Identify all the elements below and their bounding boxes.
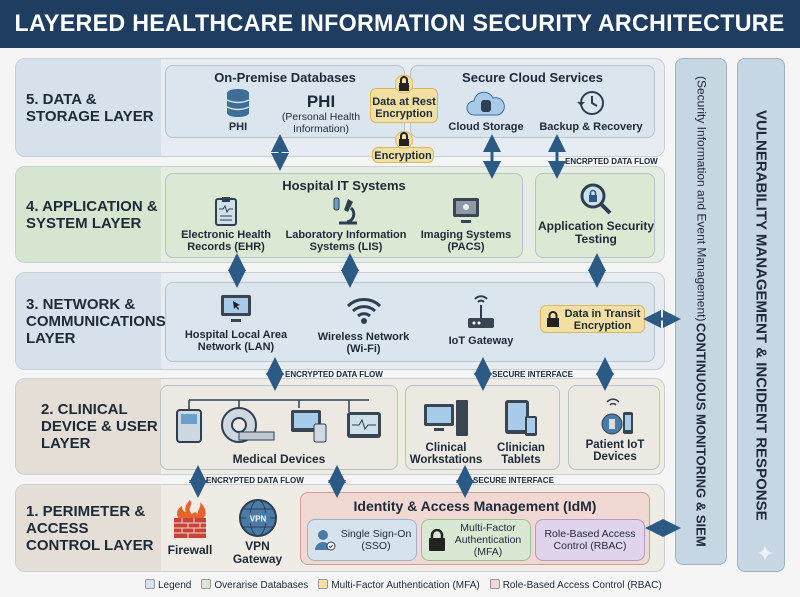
ehr-label: Electronic Health Records (EHR) xyxy=(181,229,271,253)
lis-label: Laboratory Information Systems (LIS) xyxy=(285,229,407,253)
sso-label: Single Sign-On (SSO) xyxy=(340,528,412,552)
legend-item: Overarise Databases xyxy=(201,579,308,591)
cloud-storage-icon xyxy=(466,91,505,116)
legend-text: Overarise Databases xyxy=(214,580,309,591)
medical-devices-label: Medical Devices xyxy=(232,452,326,466)
lan-monitor-icon xyxy=(221,295,251,322)
secure-cloud-box: Secure Cloud Services Cloud Storage Back… xyxy=(410,65,655,138)
firewall-icon xyxy=(174,500,206,538)
encryption-badge: Encryption xyxy=(372,147,434,163)
workstations-box: Clinical Workstations Clinician Tablets xyxy=(405,385,560,470)
wifi-icon xyxy=(346,298,381,324)
legend-text: Role-Based Access Control (RBAC) xyxy=(502,580,662,591)
iot-gateway-icon xyxy=(468,295,494,328)
flow-label: ENCRPTED DATA FLOW xyxy=(565,157,658,166)
vulnerability-management-bar: VULNERABILITY MANAGEMENT & INCIDENT RESP… xyxy=(737,58,785,572)
cloud-storage-label: Cloud Storage xyxy=(448,121,524,133)
layer-label: 3. NETWORK & COMMUNICATIONS LAYER xyxy=(16,273,166,369)
onprem-databases-box: On-Premise Databases PHI PHI (Personal H… xyxy=(165,65,405,138)
backup-label: Backup & Recovery xyxy=(539,121,643,133)
monitor-title: CONTINUOUS MONITORING & SIEM xyxy=(693,323,709,548)
phi-icon-label: PHI xyxy=(228,121,248,133)
phi-title: PHI xyxy=(306,92,336,111)
phi-subtitle: (Personal Health Information) xyxy=(281,111,361,135)
lock-icon xyxy=(395,131,413,149)
clipboard-icon xyxy=(215,197,237,226)
layer-label: 5. DATA & STORAGE LAYER xyxy=(16,59,161,156)
monitor-subtitle: (Security Information and Event Manageme… xyxy=(694,75,709,322)
layer-label: 4. APPLICATION & SYSTEM LAYER xyxy=(16,167,161,262)
pacs-label: Imaging Systems (PACS) xyxy=(420,229,512,253)
flow-label: ENCRYPTED DATA FLOW xyxy=(285,370,383,379)
hospital-it-box: Hospital IT Systems Electronic Health Re… xyxy=(165,173,523,258)
flow-label: SECURE INTERFACE xyxy=(473,476,554,485)
lock-icon xyxy=(395,74,413,94)
tablets-label: Clinician Tablets xyxy=(497,442,545,466)
medical-devices-icon xyxy=(176,399,381,443)
ast-label: Application Security Testing xyxy=(537,219,655,246)
idm-title: Identity & Access Management (IdM) xyxy=(353,498,597,514)
mfa-box[interactable]: Multi-Factor Authentication (MFA) xyxy=(421,519,531,561)
badge-text: Encryption xyxy=(374,150,432,162)
workstation-icon xyxy=(424,400,468,436)
magnifier-lock-icon xyxy=(580,183,612,215)
flow-label: SECURE INTERFACE xyxy=(492,370,573,379)
flow-label: ENCRYPTED DATA FLOW xyxy=(206,476,304,485)
patient-iot-label: Patient IoT Devices xyxy=(585,439,645,463)
tablet-icon xyxy=(505,400,537,436)
workstations-label: Clinical Workstations xyxy=(409,442,483,466)
legend-item: Multi-Factor Authentication (MFA) xyxy=(318,579,480,591)
patient-iot-icon xyxy=(601,398,633,435)
legend-item: Legend xyxy=(145,579,191,591)
lan-label: Hospital Local Area Network (LAN) xyxy=(184,329,288,353)
mfa-label: Multi-Factor Authentication (MFA) xyxy=(454,522,522,558)
cloud-title: Secure Cloud Services xyxy=(462,70,603,85)
imaging-monitor-icon xyxy=(453,198,479,223)
sparkle-icon xyxy=(757,545,773,561)
firewall-label: Firewall xyxy=(167,543,213,557)
legend: Legend Overarise Databases Multi-Factor … xyxy=(145,579,662,591)
medical-devices-box: Medical Devices xyxy=(160,385,398,470)
rbac-box[interactable]: Role-Based Access Control (RBAC) xyxy=(535,519,645,561)
rbac-label: Role-Based Access Control (RBAC) xyxy=(544,528,636,552)
sso-box[interactable]: Single Sign-On (SSO) xyxy=(307,519,417,561)
idm-box: Identity & Access Management (IdM) Singl… xyxy=(300,492,650,565)
vuln-title: VULNERABILITY MANAGEMENT & INCIDENT RESP… xyxy=(752,109,770,521)
wifi-label: Wireless Network (Wi-Fi) xyxy=(317,331,410,355)
database-icon xyxy=(226,89,250,117)
patient-iot-box: Patient IoT Devices xyxy=(568,385,660,470)
lock-icon xyxy=(547,311,559,327)
layer-label: 1. PERIMETER & ACCESS CONTROL LAYER xyxy=(16,485,161,571)
iot-gateway-label: IoT Gateway xyxy=(448,335,514,347)
user-check-icon xyxy=(315,530,336,551)
microscope-icon xyxy=(333,197,357,225)
backup-recovery-icon xyxy=(577,91,604,115)
vpn-globe-icon: VPN xyxy=(238,499,277,537)
layer-label: 2. CLINICAL DEVICE & USER LAYER xyxy=(16,379,161,474)
legend-text: Legend xyxy=(158,580,192,591)
badge-text: Data in Transit Encryption xyxy=(564,308,641,332)
vpn-label: VPN Gateway xyxy=(232,539,283,566)
vpn-icon-text: VPN xyxy=(249,515,266,524)
app-security-testing-box[interactable]: Application Security Testing xyxy=(535,173,655,258)
badge-text: Data at Rest Encryption xyxy=(372,96,436,120)
page-title: LAYERED HEALTHCARE INFORMATION SECURITY … xyxy=(0,0,800,48)
legend-item: Role-Based Access Control (RBAC) xyxy=(489,579,662,591)
continuous-monitoring-siem-bar: CONTINUOUS MONITORING & SIEM (Security I… xyxy=(675,58,727,565)
legend-text: Multi-Factor Authentication (MFA) xyxy=(331,580,480,591)
padlock-icon xyxy=(429,529,445,551)
hospital-it-title: Hospital IT Systems xyxy=(282,178,406,193)
onprem-title: On-Premise Databases xyxy=(214,70,356,85)
